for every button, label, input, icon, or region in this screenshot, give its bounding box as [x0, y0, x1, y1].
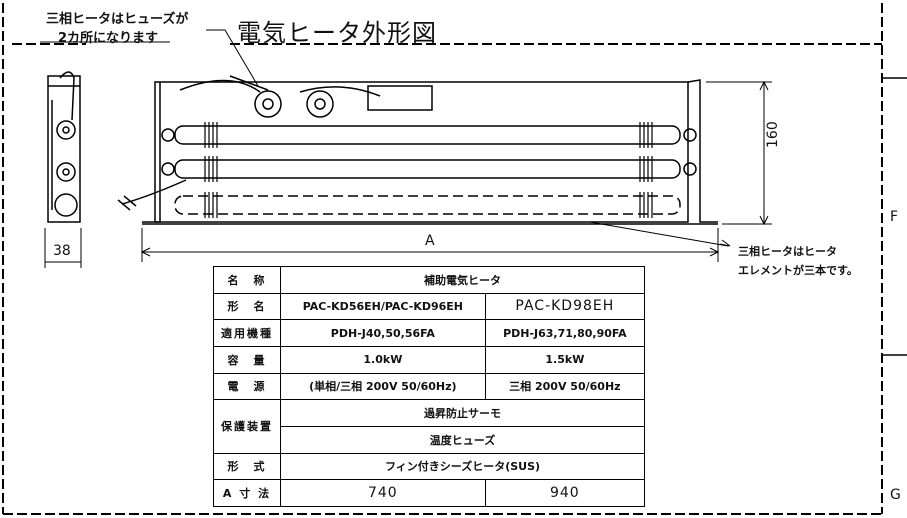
type-label: 形 式	[213, 452, 281, 481]
model-b: PAC-KD98EH	[484, 292, 646, 321]
protection-label: 保護装置	[213, 399, 281, 454]
table-row: 形 式 フィン付きシーズヒータ(SUS)	[213, 452, 645, 481]
sheet-row-f: F	[890, 209, 899, 225]
model-label: 形 名	[213, 292, 281, 321]
dim-length-label: A	[425, 233, 435, 249]
dim-38-lines	[44, 228, 82, 268]
dim-a-label: A 寸 法	[213, 479, 281, 507]
name-value: 補助電気ヒータ	[280, 266, 645, 294]
model-a: PAC-KD56EH/PAC-KD96EH	[280, 292, 486, 321]
element-note-line2: エレメントが三本です。	[738, 264, 858, 277]
sheet-border	[2, 3, 883, 515]
power-b: 三相 200V 50/60Hz	[484, 372, 646, 401]
leader-lines	[40, 29, 731, 247]
power-label: 電 源	[213, 372, 281, 401]
sheet-row-g: G	[890, 487, 901, 503]
applicable-b: PDH-J63,71,80,90FA	[484, 319, 646, 347]
capacity-label: 容 量	[213, 345, 281, 374]
table-row: 容 量 1.0kW 1.5kW	[213, 345, 646, 374]
side-view	[47, 71, 81, 223]
dim-height-label: 160	[765, 121, 781, 148]
table-row: 電 源 (単相/三相 200V 50/60Hz) 三相 200V 50/60Hz	[213, 372, 646, 401]
drawing-title: 電気ヒータ外形図	[237, 19, 437, 47]
heater-front-view	[117, 75, 718, 225]
dim-a-value-a: 740	[280, 479, 486, 507]
type-value: フィン付きシーズヒータ(SUS)	[280, 452, 645, 481]
capacity-a: 1.0kW	[280, 345, 486, 374]
capacity-b: 1.5kW	[484, 345, 646, 374]
power-a: (単相/三相 200V 50/60Hz)	[280, 372, 486, 401]
spec-table: 名 称 補助電気ヒータ 形 名 PAC-KD56EH/PAC-KD96EH PA…	[213, 266, 646, 507]
element-note-line1: 三相ヒータはヒータ	[738, 245, 837, 258]
table-row: 保護装置 過昇防止サーモ	[213, 399, 645, 454]
dim-a-value-b: 940	[484, 479, 646, 507]
fuse-note-line1: 三相ヒータはヒューズが	[46, 12, 189, 27]
table-row: 名 称 補助電気ヒータ	[213, 266, 645, 294]
applicable-a: PDH-J40,50,56FA	[280, 319, 486, 347]
protection-2: 温度ヒューズ	[280, 425, 645, 454]
table-row: A 寸 法 740 940	[213, 479, 646, 507]
applicable-label: 適用機種	[213, 319, 281, 347]
name-label: 名 称	[213, 266, 281, 294]
dim-side-width-label: 38	[53, 243, 71, 259]
table-row: 形 名 PAC-KD56EH/PAC-KD96EH PAC-KD98EH	[213, 292, 646, 321]
dim-a-lines	[140, 228, 720, 262]
protection-1: 過昇防止サーモ	[280, 399, 645, 427]
table-row: 適用機種 PDH-J40,50,56FA PDH-J63,71,80,90FA	[213, 319, 646, 347]
dim-160-lines	[706, 80, 772, 226]
fuse-note-line2: 2カ所になります	[58, 31, 159, 46]
